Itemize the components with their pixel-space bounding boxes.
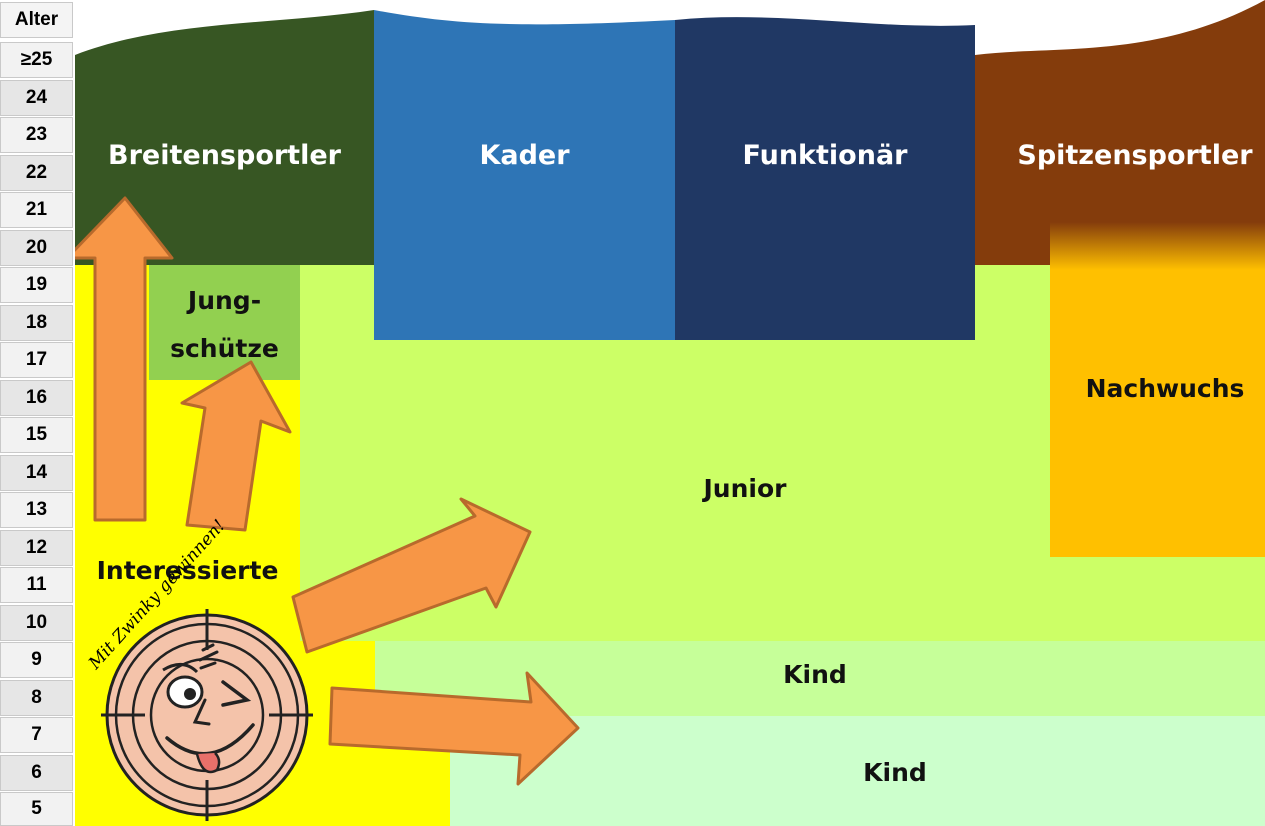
age-label: 21 <box>0 192 73 228</box>
age-label: ≥25 <box>0 42 73 78</box>
age-axis-header: Alter <box>0 2 73 38</box>
group-label-jungschuetze-line1: Jung- <box>187 286 262 315</box>
age-label: 5 <box>0 792 73 826</box>
arrow-to-junior <box>291 497 532 654</box>
age-label: 20 <box>0 230 73 266</box>
age-label: 18 <box>0 305 73 341</box>
age-label: 11 <box>0 567 73 603</box>
group-label-funktionaer: Funktionär <box>742 140 908 171</box>
jungschuetze-region <box>149 265 300 380</box>
age-label: 14 <box>0 455 73 491</box>
breitensportler-region <box>75 10 374 265</box>
age-label: 12 <box>0 530 73 566</box>
nachwuchs-region <box>1050 222 1265 557</box>
nachwuchs-fade <box>1050 222 1265 270</box>
group-label-breitensportler: Breitensportler <box>108 140 341 171</box>
age-label: 17 <box>0 342 73 378</box>
age-label: 16 <box>0 380 73 416</box>
age-label: 23 <box>0 117 73 153</box>
group-label-interessierte: Interessierte <box>96 556 279 585</box>
age-axis: Alter ≥25 24 23 22 21 20 19 18 17 16 15 … <box>0 0 75 826</box>
funktionaer-region <box>675 17 975 340</box>
age-label: 10 <box>0 605 73 641</box>
age-label: 15 <box>0 417 73 453</box>
arrow-to-kind <box>328 671 580 786</box>
spitzensportler-region <box>975 0 1265 265</box>
group-label-jungschuetze-line2: schütze <box>170 334 279 363</box>
group-label-junior: Junior <box>703 474 787 503</box>
age-label: 22 <box>0 155 73 191</box>
age-label: 8 <box>0 680 73 716</box>
arrow-up-to-breitensportler <box>75 196 174 522</box>
age-label: 9 <box>0 642 73 678</box>
group-label-kind-upper: Kind <box>783 660 847 689</box>
age-label: 24 <box>0 80 73 116</box>
age-label: 6 <box>0 755 73 791</box>
age-label: 13 <box>0 492 73 528</box>
diagram-canvas <box>75 0 1265 826</box>
age-label: 7 <box>0 717 73 753</box>
zwinky-target-face-icon <box>101 609 313 821</box>
arrow-up-to-jungschuetze <box>180 360 292 532</box>
athlete-pathway-diagram: Breitensportler Kader Funktionär Spitzen… <box>75 0 1265 826</box>
group-label-kind-lower: Kind <box>863 758 927 787</box>
kader-region <box>374 10 675 340</box>
group-label-spitzensportler: Spitzensportler <box>1017 140 1253 171</box>
group-label-kader: Kader <box>479 140 570 171</box>
age-label: 19 <box>0 267 73 303</box>
group-label-nachwuchs: Nachwuchs <box>1085 374 1245 403</box>
